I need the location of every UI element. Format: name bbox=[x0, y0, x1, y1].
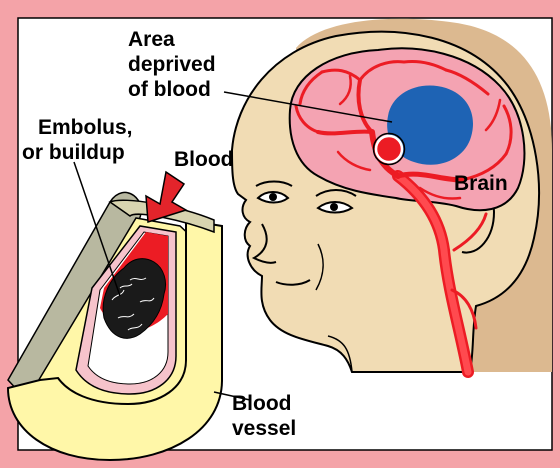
label-vessel-line2: vessel bbox=[232, 417, 296, 440]
label-blood: Blood bbox=[174, 148, 233, 171]
label-brain: Brain bbox=[454, 172, 508, 195]
occlusion-marker bbox=[376, 136, 402, 162]
label-area-line3: of blood bbox=[128, 78, 211, 101]
label-area-line1: Area bbox=[128, 28, 175, 51]
label-area-line2: deprived bbox=[128, 53, 216, 76]
label-embolus-line1: Embolus, bbox=[38, 116, 133, 139]
label-embolus-line2: or buildup bbox=[22, 141, 125, 164]
pupil-left bbox=[269, 193, 277, 201]
label-vessel-line1: Blood bbox=[232, 392, 291, 415]
pupil-right bbox=[330, 203, 338, 211]
